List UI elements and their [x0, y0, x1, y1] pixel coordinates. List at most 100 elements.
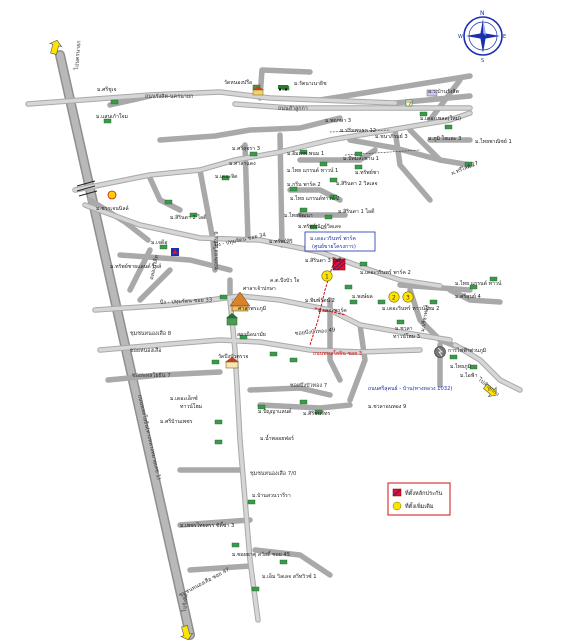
legend-nearby-swatch — [392, 501, 402, 511]
label-mid-12: ม.ไทยพัฒนา — [284, 211, 313, 219]
compass-e: E — [503, 34, 506, 40]
label-lower-9: ม.ชวลาอนทอง 9 — [368, 404, 406, 410]
road-soi-nong-khai: ซอยบึงบัวทอง 49 — [295, 326, 337, 337]
label-right-center-4: ม.ชวลา — [395, 326, 413, 332]
label-right-1: ม.ภูมิ ใจและ 3 — [428, 135, 461, 142]
label-mid-2: ม.ศรีสุจรา 3 — [232, 145, 260, 152]
school-icon — [225, 357, 239, 369]
label-mid-8: ม.กรีน พาร์ค 2 — [287, 181, 321, 188]
label-mid-4: ม.อิมเทพ.พนม 1 — [287, 150, 324, 157]
project-callout: ม.เดอะวรินทร์ พาร์ค (ศูนย์ขายโครงการ) — [304, 231, 376, 252]
label-top-right-2: ม.ปริมพนธก 12 — [340, 127, 376, 134]
label-bottom-1: ม.บ้านสวนวารีรา — [252, 492, 291, 499]
marker-3-label: 3 — [406, 295, 410, 302]
road-phahon-rangsit: ถนนพหลโยธิน ซอย 3 — [313, 350, 362, 357]
label-bottom-4: ม.ซอยธาตุ สวัสดิ์ ซอย 45 — [232, 550, 290, 558]
label-top-right-4: อ.ว.บ้านรังสิต — [428, 88, 459, 95]
label-left-4: ม.ทรัพย์ชายแลนด์ ไอส์ — [110, 262, 162, 270]
legend-nearby-label: ที่ตั้งเพิ่มเติม — [405, 502, 434, 510]
label-mid-9: ม.สิรินดา 2 วิลเลจ — [336, 180, 378, 187]
car-icon — [278, 85, 288, 91]
marker-3: 3 — [402, 291, 414, 303]
legend: ที่ตั้งหลักประกัน ที่ตั้งเพิ่มเติม — [387, 482, 451, 516]
label-lower-3: ม.เดอะเอ็กซ์ — [170, 394, 198, 402]
compass-n: N — [480, 10, 485, 17]
house-icons — [103, 84, 498, 592]
road-soi-8: ชุมชนหนองเสือ 8 — [130, 330, 172, 337]
label-center-9: ม.พิมพ์รัตน์ 2 — [305, 297, 335, 304]
direction-arrow-east — [483, 383, 497, 397]
marker-1-label: 1 — [325, 274, 329, 281]
property-site — [332, 258, 346, 271]
label-lower-2: วัดบึงบัวตรวจ — [218, 353, 248, 360]
road-soi-7-0: ชุมชนหนองเสือ 7/0 — [250, 470, 297, 477]
label-right-center-3: ม.เดอะรินทร์ ทาวน์โฮม 2 — [382, 305, 439, 312]
label-center-5: ม.เดอะวรินทร์ พาร์ค 2 — [360, 269, 411, 276]
seven-eleven-icon — [405, 99, 413, 107]
label-lower-7: ม.ศิริชนรัทร — [303, 410, 330, 417]
label-top-right-3: ม.ชนาภิรมย์ 3 — [375, 133, 408, 140]
road-soi-nongsue: ซอยหนองเสือ — [130, 347, 162, 354]
shrine-icon — [226, 313, 238, 326]
label-right-center-1: ม.ไทย แกรนด์ ทาวน์ — [455, 279, 502, 287]
building-icon — [426, 89, 438, 97]
ptt-logo-icon — [171, 248, 179, 256]
place-labels: วัดหนองปรือ ม.รัตนาเนาธิช ม.ศรีชูเจ ม.แส… — [96, 79, 512, 580]
label-bottom-3: ม.เอ็ม วิลเลจ สวีทวิวซ์ 1 — [262, 572, 317, 580]
label-mid-5: ม.ไทย แกรนด์ ทาวน์ 1 — [287, 166, 338, 174]
label-lower-8: ม.น้ำพลอยฟอร์ — [260, 434, 294, 442]
label-center-3: ศาลาเจ้าปกษา — [243, 285, 276, 292]
compass-w: W — [458, 34, 463, 40]
label-center-2: ม.สิรินดา 3 ไอดี — [305, 256, 342, 264]
electricity-icon — [434, 346, 446, 358]
road-highway-1032: ถนนศรีสุคนธ์ - บ้าน(ทางหลวง 1032) — [368, 385, 452, 392]
road-soi-phahon: ซอยพหลโยธิน 9 — [213, 231, 220, 270]
road-lam-luk-ka: ถนนลำลูกกา — [278, 105, 308, 112]
label-lower-5: ม.ศรีบ้านเพชร — [160, 418, 193, 425]
label-mid-1: ม.ปัทมสะพาน 1 — [343, 155, 379, 162]
label-pin-top: วัดหนองปรือ — [224, 79, 252, 86]
label-mid-3: ม.ศาลาแดง — [229, 161, 256, 167]
direction-arrow-south — [180, 625, 194, 641]
road-to-north: ไปนครนายก — [73, 40, 83, 71]
road-network — [25, 50, 523, 640]
road-rangsit-top: ถนนรังสิต-นครนายก — [145, 93, 193, 100]
shell-logo-icon — [107, 190, 117, 200]
compass-s: S — [481, 58, 484, 64]
label-top-right-1: ม.พฤกษา 3 — [325, 118, 351, 124]
label-right-center-9: ม.ไอฟ้า — [460, 371, 477, 379]
label-right-2: ม.ไทยพาณิชย์ 1 — [475, 137, 512, 145]
label-mid-6: ม.ทรัพย์ชา — [355, 169, 379, 176]
overpass-marks — [76, 180, 98, 197]
label-mid-11: ม.สิรินดา 1 ไอดี — [338, 207, 375, 215]
label-right-center-8: ม.ไทยภูมิ — [450, 362, 471, 370]
label-left-3: ม.เจดีอุ — [151, 239, 167, 246]
label-right-center-5: ทาวน์โฮม 3 — [393, 333, 420, 340]
road-soi-7: ซอยพหลโยธิน 7 — [132, 372, 171, 379]
label-center-11: ม.เดอะพาร์ค — [318, 307, 347, 314]
marker-2: 2 — [388, 291, 400, 303]
marker-2-label: 2 — [392, 295, 396, 302]
label-lower-6: ม.ปัญญาแลนด์ — [258, 408, 292, 415]
label-center-10: ม.พงษ์ผล — [352, 293, 373, 300]
label-mid-7: ม.เดอะจิด — [215, 173, 238, 180]
road-to-bangkok: ไปรังสิต — [181, 593, 190, 613]
compass-rose: N S E W — [458, 10, 506, 64]
label-right-center-6: ม.ปรีชาทอง — [419, 304, 431, 332]
marker-1: 1 — [321, 270, 333, 282]
label-left-1: ม.ชวาเจนนิลล์ — [96, 205, 129, 212]
label-right-center-2: ม.ศรีสุนย์ 4 — [455, 293, 482, 300]
label-center-4: ศาลาพระภูมิ — [238, 305, 266, 312]
temple-icon — [229, 291, 251, 312]
label-lower-4: ทาวน์โฮม — [180, 403, 202, 410]
label-top-left-2: ม.แสนเก้าใจม — [96, 113, 128, 120]
label-center-1: ม.ทรัพย์สิริ — [269, 238, 293, 245]
label-top-right-5: ม.เดอะเพลส(ใหม่) — [420, 115, 461, 122]
label-bottom-2: ม.เพชรไทยสรร ซิตี้ซ่า 3 — [180, 521, 234, 529]
label-right-center-7: การไฟฟ้าส่วนภูมิ — [448, 346, 486, 354]
label-top-center-1: ม.รัตนาเนาธิช — [294, 80, 327, 87]
label-mid-10: ม.ไทย แกรนด์ทาวน์ 2 — [290, 194, 340, 202]
label-left-2: ม.สิรินดา 2 ไอดี — [170, 213, 207, 221]
road-soi-7-2: ซอยบึงบัวทอง 7 — [290, 382, 327, 389]
